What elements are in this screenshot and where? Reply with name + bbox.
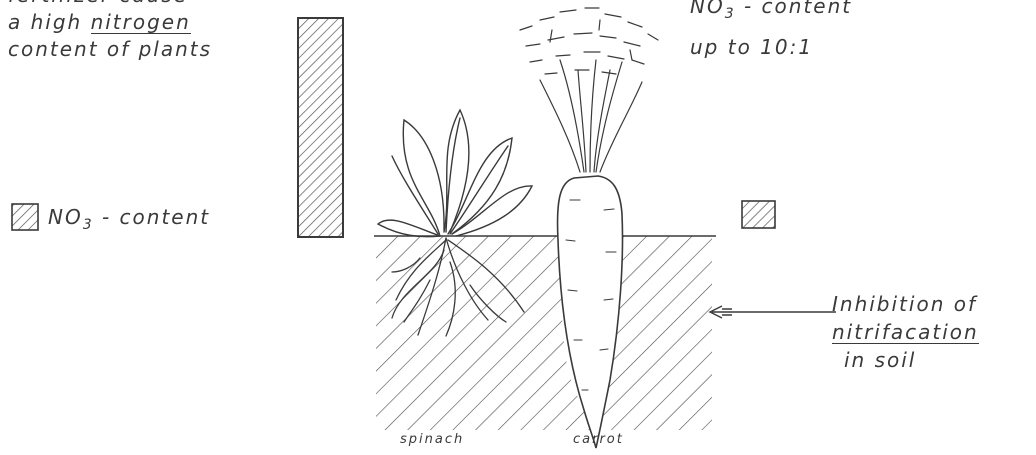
spinach-leaves [378,110,532,237]
carrot-label: carrot [573,432,624,447]
right-note-line-3: in soil [832,346,979,374]
left-note-line-1: fertilizer cause [8,0,212,9]
left-note-line-2: a high nitrogen [8,9,212,36]
top-right-note-subscript: 3 [725,6,736,22]
top-right-note-line-2: up to 10:1 [690,31,852,64]
left-note-line-3: content of plants [8,36,212,63]
top-right-note: NO3 - content up to 10:1 [690,0,852,64]
spinach-label: spinach [400,432,464,447]
legend-label-prefix: NO [48,205,83,229]
tall-no3-bar [298,18,343,237]
top-right-note-prefix: NO [690,0,725,18]
left-note: fertilizer cause a high nitrogen content… [8,0,212,63]
top-right-note-suffix: - content [736,0,853,18]
carrot-greens [520,8,658,172]
right-note: Inhibition of nitrifacation in soil [832,290,979,374]
soil-hatching [376,236,712,430]
legend-label-subscript: 3 [83,217,94,233]
right-note-line-2: nitrifacation [832,318,979,346]
inhibition-arrow [710,306,836,318]
top-right-note-line-1: NO3 - content [690,0,852,31]
left-note-line-2-prefix: a high [8,10,91,34]
small-no3-square [742,201,775,228]
right-note-nitrifacation: nitrifacation [832,322,979,344]
legend-label-suffix: - content [94,205,211,229]
left-note-nitrogen: nitrogen [91,12,191,34]
legend-label: NO3 - content [48,205,210,233]
right-note-line-1: Inhibition of [832,290,979,318]
legend-swatch [12,204,38,230]
